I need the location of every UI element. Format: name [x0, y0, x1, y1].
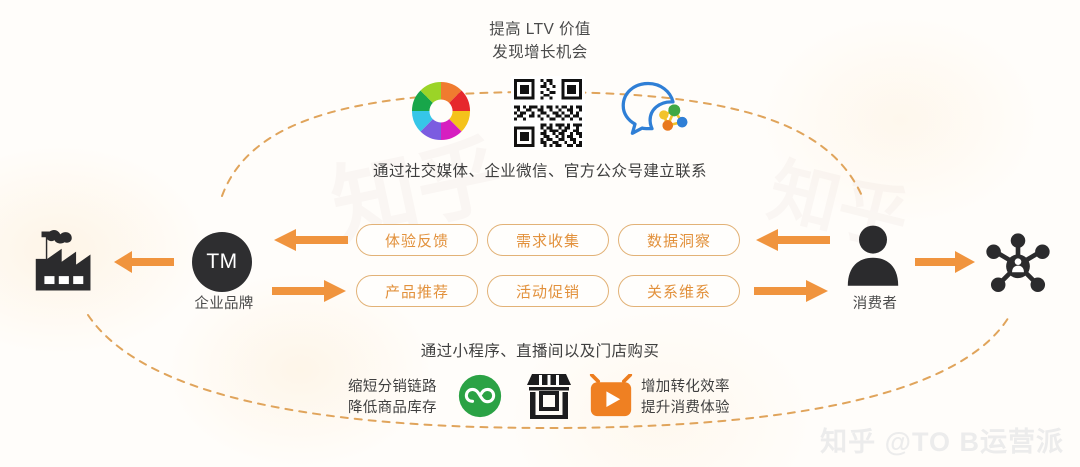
factory-icon — [35, 230, 91, 291]
person-icon — [847, 225, 899, 286]
pill-campaign-promotion[interactable]: 活动促销 — [487, 275, 609, 307]
pill-product-recommendation[interactable]: 产品推荐 — [356, 275, 478, 307]
color-aperture-icon — [411, 81, 471, 141]
pill-label: 数据洞察 — [646, 232, 711, 250]
pill-relationship-maintenance[interactable]: 关系维系 — [618, 275, 740, 307]
pill-data-insight[interactable]: 数据洞察 — [618, 224, 740, 256]
arrow-consumer-to-network — [915, 251, 975, 273]
brand-badge: TM — [192, 232, 252, 292]
pill-experience-feedback[interactable]: 体验反馈 — [356, 224, 478, 256]
bottom-right-annotation: 增加转化效率 提升消费体验 — [641, 379, 730, 416]
brand-label: 企业品牌 — [194, 296, 254, 312]
bottom-band-caption: 通过小程序、直播间以及门店购买 — [420, 343, 660, 360]
top-band-caption: 通过社交媒体、企业微信、官方公众号建立联系 — [373, 163, 707, 180]
network-hub-icon — [986, 233, 1050, 293]
brand-badge-text: TM — [206, 250, 238, 273]
consumer-label: 消费者 — [852, 296, 898, 312]
arrow-pills-to-brand — [274, 229, 348, 251]
live-stream-icon — [589, 374, 633, 417]
arrow-pills-to-consumer — [754, 280, 828, 302]
arrow-consumer-to-pills — [756, 229, 830, 251]
pill-demand-collection[interactable]: 需求收集 — [487, 224, 609, 256]
bottom-left-annotation: 缩短分销链路 降低商品库存 — [348, 379, 437, 416]
pill-label: 关系维系 — [646, 283, 711, 301]
pill-label: 产品推荐 — [384, 283, 449, 301]
storefront-icon — [527, 374, 571, 419]
arrow-brand-to-pills — [272, 280, 346, 302]
page-title: 提高 LTV 价值 发现增长机会 — [489, 21, 591, 61]
pill-label: 需求收集 — [515, 232, 580, 250]
qr-code-icon — [511, 76, 585, 150]
wecom-icon — [621, 81, 688, 135]
pill-label: 体验反馈 — [384, 232, 449, 250]
bottom-loop-dashed-path — [87, 314, 1011, 430]
wechat-miniprogram-icon — [458, 374, 502, 418]
pill-label: 活动促销 — [515, 283, 580, 301]
watermark: 知乎 @TO B运营派 — [820, 427, 1064, 457]
arrow-brand-to-factory — [114, 251, 174, 273]
